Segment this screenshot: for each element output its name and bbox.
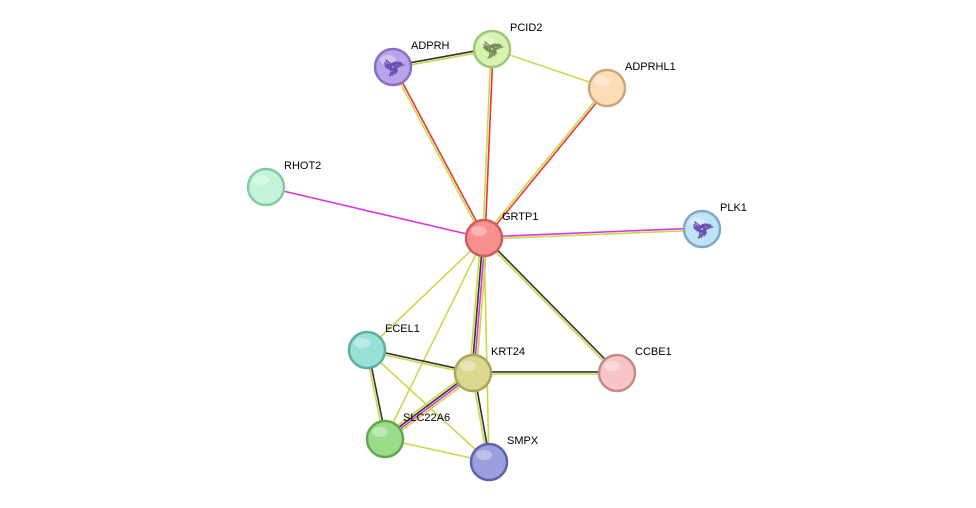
node-highlight	[604, 361, 620, 371]
node-ecel1[interactable]: ECEL1	[347, 323, 420, 370]
edge-grtp1-krt24	[468, 237, 489, 374]
edge-evidence-line	[483, 237, 490, 463]
edge-evidence-line	[366, 237, 485, 351]
node-highlight	[471, 226, 487, 236]
node-highlight	[594, 76, 610, 86]
edge-evidence-line	[483, 227, 702, 238]
node-circle[interactable]	[453, 353, 493, 393]
edge-evidence-line	[491, 48, 608, 89]
node-highlight	[354, 338, 370, 348]
edge-grtp1-ecel1	[366, 237, 485, 351]
edge-evidence-line	[482, 238, 617, 375]
edge-pcid2-adprhl1	[491, 48, 608, 89]
node-krt24[interactable]: KRT24	[453, 346, 525, 393]
node-circle[interactable]	[365, 419, 405, 459]
node-pcid2[interactable]: PCID2	[472, 22, 542, 69]
edge-evidence-line	[473, 238, 486, 374]
edge-grtp1-slc22a6	[384, 237, 485, 440]
node-label: GRTP1	[502, 211, 538, 223]
node-label: KRT24	[491, 346, 525, 358]
node-label: PCID2	[510, 22, 542, 34]
edge-evidence-line	[475, 238, 489, 374]
node-adprh[interactable]: ADPRH	[373, 40, 450, 87]
node-circle[interactable]	[464, 218, 504, 258]
edge-evidence-line	[482, 86, 607, 238]
edge-krt24-ccbe1	[473, 371, 617, 375]
protein-structure-icon	[482, 41, 504, 59]
node-circle[interactable]	[373, 47, 413, 87]
node-smpx[interactable]: SMPX	[469, 435, 539, 482]
node-circle[interactable]	[347, 330, 387, 370]
node-adprhl1[interactable]: ADPRHL1	[587, 61, 676, 108]
edge-grtp1-adprhl1	[482, 86, 609, 240]
node-label: ECEL1	[385, 323, 420, 335]
edge-evidence-line	[393, 66, 486, 238]
node-label: PLK1	[720, 202, 747, 214]
node-circle[interactable]	[682, 209, 722, 249]
node-layer: GRTP1 ADPRH PCID2ADPRHL1RHOT2PLK1ECEL1KRT2…	[246, 22, 747, 482]
node-circle[interactable]	[246, 167, 286, 207]
edge-grtp1-plk1	[483, 227, 703, 240]
node-label: SLC22A6	[403, 412, 450, 424]
node-plk1[interactable]: PLK1	[682, 202, 747, 249]
node-grtp1[interactable]: GRTP1	[464, 211, 538, 258]
edge-grtp1-adprh	[391, 66, 486, 239]
edge-evidence-line	[484, 236, 619, 373]
edge-evidence-line	[468, 237, 482, 373]
edge-evidence-line	[482, 48, 492, 238]
node-circle[interactable]	[472, 29, 512, 69]
edge-evidence-line	[391, 67, 484, 239]
node-ccbe1[interactable]: CCBE1	[597, 346, 672, 393]
edge-evidence-line	[265, 186, 485, 239]
node-label: ADPRHL1	[625, 61, 676, 73]
edge-evidence-line	[484, 229, 703, 240]
node-highlight	[476, 450, 492, 460]
node-label: SMPX	[507, 435, 539, 447]
edge-evidence-line	[384, 237, 485, 440]
node-circle[interactable]	[597, 353, 637, 393]
protein-structure-icon	[692, 221, 714, 239]
edge-grtp1-rhot2	[265, 186, 485, 239]
node-highlight	[372, 427, 388, 437]
edge-evidence-line	[484, 88, 609, 240]
node-label: RHOT2	[284, 160, 321, 172]
protein-structure-icon	[383, 59, 405, 77]
edge-evidence-line	[484, 49, 494, 239]
edge-grtp1-ccbe1	[482, 236, 619, 375]
node-label: ADPRH	[411, 40, 450, 52]
node-label: CCBE1	[635, 346, 672, 358]
node-slc22a6[interactable]: SLC22A6	[365, 412, 450, 459]
node-highlight	[460, 361, 476, 371]
node-highlight	[253, 175, 269, 185]
node-circle[interactable]	[587, 68, 627, 108]
node-rhot2[interactable]: RHOT2	[246, 160, 321, 207]
edge-grtp1-smpx	[483, 237, 490, 463]
node-circle[interactable]	[469, 442, 509, 482]
edge-grtp1-pcid2	[482, 48, 494, 239]
edge-evidence-line	[471, 237, 484, 373]
